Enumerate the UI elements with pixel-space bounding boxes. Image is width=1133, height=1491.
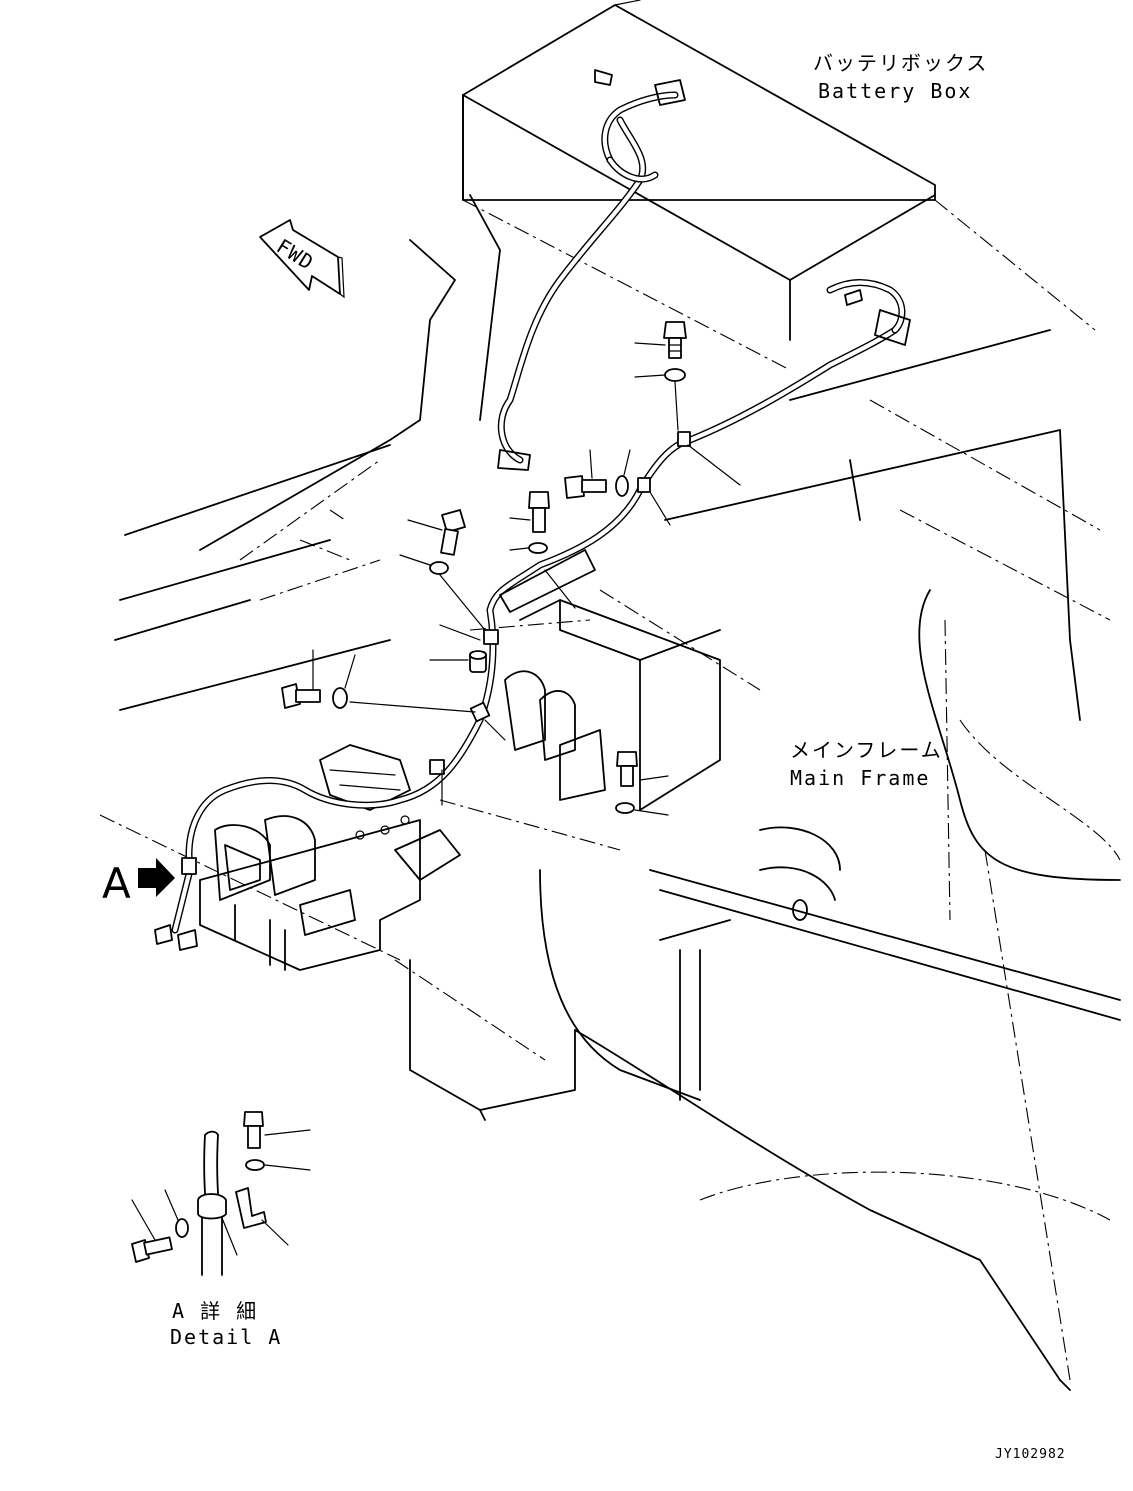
washer-6 bbox=[615, 802, 635, 814]
drawing-id: JY102982 bbox=[995, 1447, 1066, 1462]
bolt-4 bbox=[440, 509, 466, 556]
view-marker-label: A bbox=[102, 859, 131, 908]
fasteners bbox=[281, 321, 687, 814]
washer-4 bbox=[429, 561, 449, 575]
bolt-2 bbox=[564, 475, 607, 499]
washer-5 bbox=[332, 687, 348, 709]
leader-lines bbox=[312, 342, 741, 816]
washer-2 bbox=[615, 475, 629, 497]
view-marker-a: A bbox=[102, 858, 175, 908]
frame-bracket-assembly bbox=[199, 670, 606, 971]
detail-a-drawing bbox=[131, 1111, 311, 1276]
battery-box-label-en: Battery Box bbox=[818, 79, 972, 103]
wire-harness bbox=[154, 69, 911, 951]
fwd-arrow-icon: FWD bbox=[259, 219, 345, 299]
detail-label-en: Detail A bbox=[170, 1325, 282, 1349]
washer-1 bbox=[664, 368, 686, 382]
view-arrow-icon bbox=[138, 858, 175, 897]
bolt-3 bbox=[528, 491, 550, 533]
washer-3 bbox=[528, 542, 548, 554]
battery-box bbox=[462, 0, 1096, 371]
detail-label-jp: A 詳 細 bbox=[172, 1299, 258, 1323]
bolt-1 bbox=[663, 321, 687, 359]
main-frame-label-en: Main Frame bbox=[790, 766, 930, 790]
main-frame-label-jp: メインフレーム bbox=[790, 738, 943, 762]
battery-box-label-jp: バッテリボックス bbox=[813, 51, 988, 75]
main-frame bbox=[99, 194, 1121, 1391]
spacer bbox=[469, 650, 487, 673]
bolt-5 bbox=[281, 683, 321, 709]
bolt-6 bbox=[616, 751, 638, 787]
